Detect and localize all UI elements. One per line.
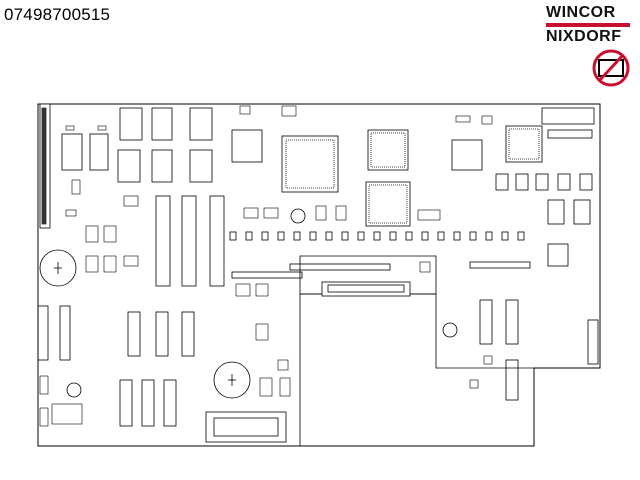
capacitor-3 <box>290 208 306 224</box>
dip-14 <box>505 359 519 401</box>
bottom-connector <box>205 411 287 443</box>
logo-line-1: WINCOR <box>546 4 616 21</box>
cpu-2 <box>367 129 409 171</box>
chip-top-right <box>505 125 543 163</box>
relay-right-3 <box>535 173 549 191</box>
relay-2 <box>151 107 173 141</box>
chip-left-1 <box>61 133 83 171</box>
capacitor-4 <box>66 382 82 398</box>
relay-1 <box>119 107 143 141</box>
relay-5 <box>151 149 173 183</box>
dip-5 <box>155 311 169 357</box>
dip-1 <box>155 195 171 287</box>
cpu-main <box>281 135 339 193</box>
no-card-icon <box>592 49 630 87</box>
dip-3 <box>209 195 225 287</box>
chip-top-conn-2 <box>547 129 593 139</box>
board-outline <box>37 103 601 447</box>
chip-top-conn <box>541 107 595 125</box>
capacitor-5 <box>442 322 458 338</box>
relay-right-4 <box>557 173 571 191</box>
logo-accent-bar <box>546 23 630 27</box>
chip-sq <box>451 139 483 171</box>
dip-11 <box>59 305 71 361</box>
card-cutout <box>300 293 534 369</box>
dip-9 <box>163 379 177 427</box>
capacitor-1 <box>39 249 77 287</box>
dip-12 <box>479 299 493 345</box>
chip-mid <box>231 129 263 163</box>
dip-13 <box>505 299 519 345</box>
relay-6 <box>189 149 213 183</box>
chip-right-a <box>547 199 565 225</box>
dip-2 <box>181 195 197 287</box>
chip-right-c <box>547 243 569 267</box>
conn-right <box>587 319 599 365</box>
wincor-nixdorf-logo: WINCOR NIXDORF <box>546 4 636 50</box>
relay-right-2 <box>515 173 529 191</box>
small-components <box>39 105 493 427</box>
relay-right-5 <box>579 173 593 191</box>
dip-8 <box>141 379 155 427</box>
dip-4 <box>127 311 141 357</box>
dip-6 <box>181 311 195 357</box>
chip-left-2 <box>89 133 109 171</box>
relay-3 <box>189 107 213 141</box>
cpu-3 <box>365 181 411 227</box>
relay-right-1 <box>495 173 509 191</box>
transistor-row <box>229 231 525 241</box>
dip-10 <box>37 305 49 361</box>
part-number: 07498700515 <box>4 5 111 24</box>
logo-line-2: NIXDORF <box>546 28 622 45</box>
ribbon-connector <box>321 281 411 297</box>
relay-4 <box>117 149 141 183</box>
board-outline-edge <box>37 103 601 447</box>
chip-right-b <box>573 199 591 225</box>
capacitor-2 <box>213 361 251 399</box>
resistor-row <box>231 261 531 279</box>
dip-7 <box>119 379 133 427</box>
